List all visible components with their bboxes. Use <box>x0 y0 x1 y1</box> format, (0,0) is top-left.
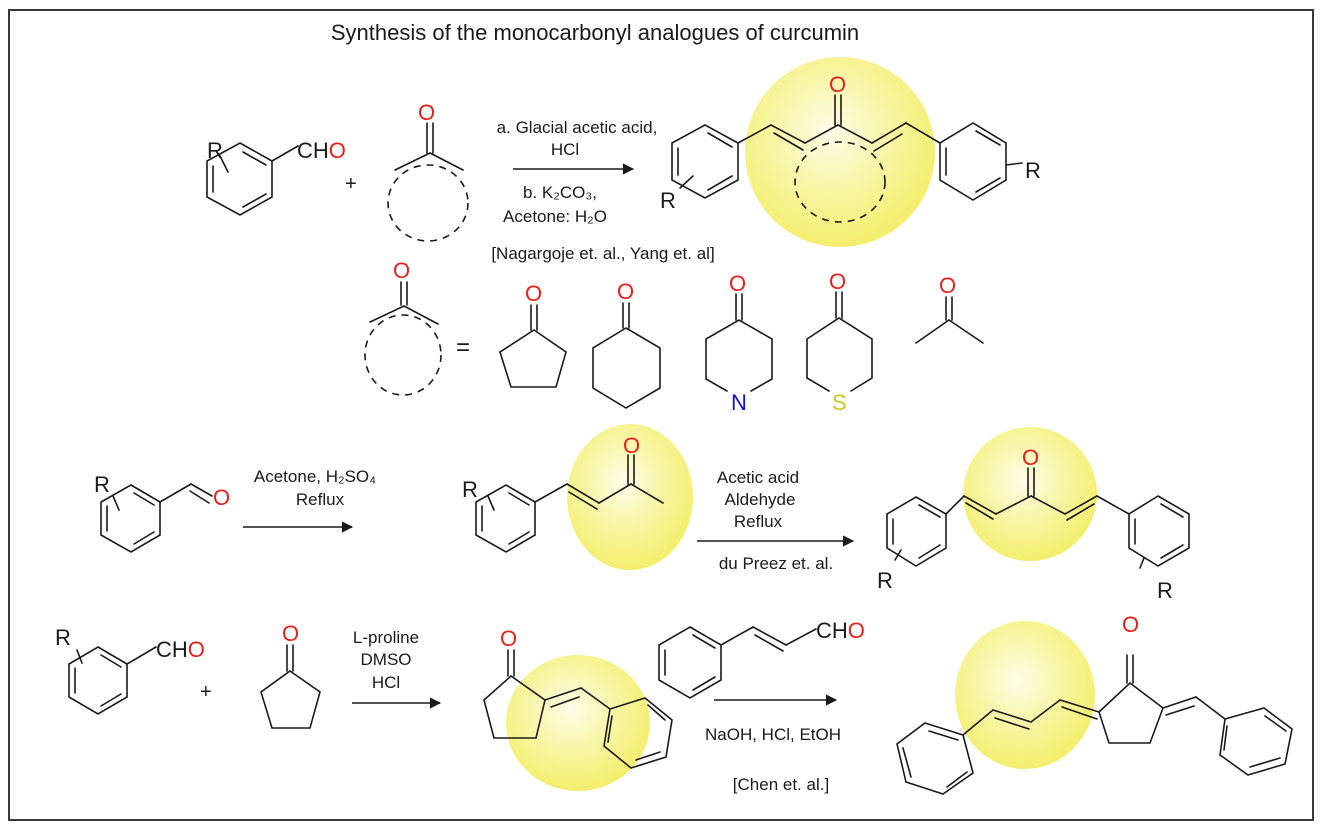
ketone-oxygen: O <box>1122 612 1139 637</box>
product-oxygen: O <box>829 72 846 97</box>
r-group-label: R <box>55 625 71 650</box>
highlight-circle <box>506 655 650 791</box>
reference-citation: du Preez et. al. <box>719 554 833 573</box>
cyclopentanone: O <box>499 281 567 388</box>
r-group-label: R <box>1025 158 1041 183</box>
ketone-oxygen: O <box>939 273 956 298</box>
sulfur-atom: S <box>832 390 847 415</box>
highlight-circle <box>745 57 935 247</box>
reference-citation: [Nagargoje et. al., Yang et. al] <box>491 244 714 263</box>
figure-frame <box>8 9 1314 821</box>
condition-line: NaOH, HCl, EtOH <box>705 725 841 744</box>
ketone-oxygen: O <box>393 258 410 283</box>
plus-sign: + <box>200 681 212 703</box>
ketone-oxygen: O <box>617 279 634 304</box>
thiopyran-4-one: O S <box>806 269 873 415</box>
condition-line: Acetone, H₂SO₄ <box>254 467 376 486</box>
cyclohexanone: O <box>592 279 661 409</box>
acetone: O <box>915 273 984 344</box>
benzylideneacetone-intermediate: R O <box>462 424 693 570</box>
reference-citation: [Chen et. al.] <box>733 775 829 794</box>
ketone-oxygen: O <box>1022 445 1039 470</box>
condition-line: DMSO <box>361 650 412 669</box>
ketone-oxygen: O <box>418 100 435 125</box>
dibenzylideneacetone-product: O R R <box>877 427 1190 603</box>
ketone-oxygen: O <box>829 269 846 294</box>
condition-line: Reflux <box>734 512 783 531</box>
generic-cyclic-ketone: O <box>387 100 469 242</box>
benzaldehyde-reactant: R CHO <box>206 138 346 216</box>
aldehyde-label: CHO <box>156 637 205 662</box>
ketone-oxygen: O <box>525 281 542 306</box>
benzaldehyde-reactant: R O <box>94 472 230 553</box>
condition-line: HCl <box>551 140 579 159</box>
cinnamaldehyde-reagent: CHO <box>658 618 865 699</box>
aldehyde-oxygen: O <box>213 485 230 510</box>
r-group-label: R <box>207 138 223 163</box>
cinnamylidene-benzylidene-product: O <box>896 612 1293 795</box>
scheme-2: R O Acetone, H₂SO₄ Reflux R O Acetic aci… <box>94 424 1190 603</box>
ketone-oxygen: O <box>282 621 299 646</box>
condition-line: HCl <box>372 673 400 692</box>
benzylidene-cyclopentanone-intermediate: O <box>483 626 673 791</box>
r-group-label: R <box>94 472 110 497</box>
ketone-legend: O = O O O N O S <box>364 258 984 415</box>
aldehyde-label: CHO <box>297 138 346 163</box>
benzaldehyde-reactant: R CHO <box>55 625 205 715</box>
r-group-label: R <box>462 477 478 502</box>
condition-line: b. K₂CO₃, <box>523 183 597 202</box>
condition-line: Reflux <box>296 490 345 509</box>
equals-sign: = <box>456 334 470 361</box>
cyclopentanone-reactant: O <box>260 621 321 729</box>
highlight-circle <box>955 621 1095 769</box>
highlight-circle <box>963 427 1097 561</box>
nitrogen-atom: N <box>731 390 747 415</box>
ketone-oxygen: O <box>623 433 640 458</box>
r-group-label: R <box>877 568 893 593</box>
condition-line: Acetic acid <box>717 468 799 487</box>
condition-line: a. Glacial acetic acid, <box>497 118 658 137</box>
ketone-oxygen: O <box>500 626 517 651</box>
plus-sign: + <box>345 173 357 195</box>
bis-arylidene-product: O R R <box>660 57 1041 247</box>
highlight-circle <box>567 424 693 570</box>
condition-line: L-proline <box>353 628 419 647</box>
generic-ketone: O <box>364 258 442 396</box>
figure-title: Synthesis of the monocarbonyl analogues … <box>331 20 859 45</box>
condition-line: Aldehyde <box>725 490 796 509</box>
scheme-1: R CHO + O a. Glacial acetic acid, HCl b.… <box>206 57 1041 263</box>
ketone-oxygen: O <box>729 271 746 296</box>
r-group-label: R <box>1157 578 1173 603</box>
aldehyde-label: CHO <box>816 618 865 643</box>
piperidin-4-one: O N <box>705 271 773 415</box>
scheme-3: R CHO + O L-proline DMSO HCl O <box>55 612 1293 795</box>
condition-line: Acetone: H₂O <box>503 207 607 226</box>
r-group-label: R <box>660 188 676 213</box>
